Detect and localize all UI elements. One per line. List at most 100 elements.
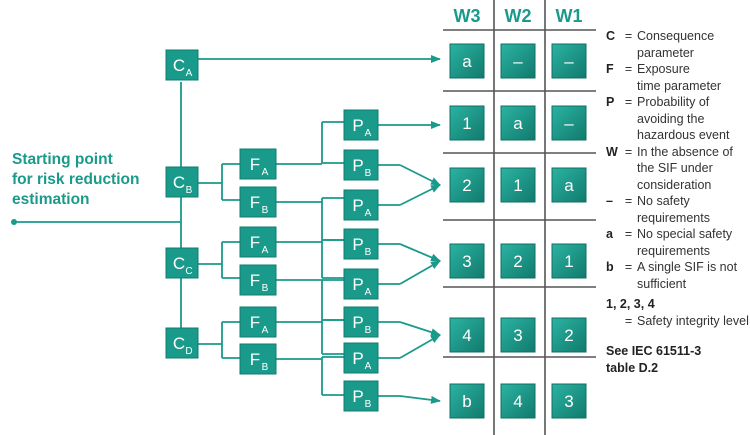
matrix-cell: – (551, 105, 587, 141)
cell-box (500, 43, 536, 79)
legend-description-line: sufficient (637, 276, 687, 291)
node-letter: P (352, 313, 363, 332)
legend-description-line: avoiding the (637, 111, 705, 126)
node-letter: C (173, 56, 185, 75)
node-letter: F (250, 193, 260, 212)
legend-description-line: Consequence (637, 29, 715, 43)
reference-note: See IEC 61511-3 table D.2 (606, 343, 750, 377)
node-subscript: A (262, 167, 269, 178)
matrix-cell: 3 (551, 383, 587, 419)
starting-point-label: Starting point for risk reduction estima… (12, 150, 139, 210)
node-box (239, 264, 277, 296)
matrix-cell: a (500, 105, 536, 141)
start-label-line: Starting point (12, 151, 113, 168)
matrix-cell: 4 (500, 383, 536, 419)
cell-value: 1 (462, 114, 471, 133)
legend-sil-eq: = (624, 313, 633, 328)
legend-row: b = A single SIF is not sufficient (606, 259, 750, 292)
legend-description-line: In the absence of (637, 144, 733, 159)
legend-description: Exposure time parameter (637, 61, 750, 94)
node-subscript: B (365, 168, 372, 179)
node-box (343, 149, 379, 181)
node-letter: P (352, 275, 363, 294)
cell-box (500, 243, 536, 279)
legend-eq: = (624, 194, 633, 208)
cell-value: a (462, 52, 472, 71)
column-header-w1: W1 (555, 6, 583, 26)
legend-description-line: consideration (637, 177, 712, 192)
node-box (343, 189, 379, 221)
cell-value: a (564, 176, 574, 195)
legend-eq: = (624, 144, 633, 159)
cell-value: 1 (564, 252, 573, 271)
legend-description: A single SIF is not sufficient (637, 259, 750, 292)
cell-box (449, 243, 485, 279)
matrix-cell: b (449, 383, 485, 419)
legend-description-line: Probability of (637, 95, 710, 109)
legend-description-line: requirements (637, 243, 710, 258)
node-subscript: A (365, 128, 372, 139)
node-subscript: C (185, 266, 192, 277)
node-subscript: A (365, 361, 372, 372)
legend-description-line: time parameter (637, 78, 722, 93)
cell-box (449, 383, 485, 419)
legend-eq: = (624, 260, 633, 274)
legend-description-line: No safety (637, 194, 690, 208)
legend-description-line: A single SIF is not (637, 260, 738, 274)
node-letter: C (173, 254, 185, 273)
cell-box (449, 43, 485, 79)
node-subscript: B (262, 283, 269, 294)
node-letter: C (173, 334, 185, 353)
cell-box (551, 383, 587, 419)
node-letter: P (352, 116, 363, 135)
node-letter: C (173, 173, 185, 192)
legend-key: W (606, 144, 618, 159)
arrow-line (399, 164, 441, 186)
legend-eq: = (624, 227, 633, 241)
arrow-line (399, 321, 441, 337)
arrow-line (399, 334, 441, 359)
cell-value: 3 (564, 392, 573, 411)
cell-value: 4 (462, 326, 471, 345)
matrix-cell: a (551, 167, 587, 203)
matrix-cell: 2 (449, 167, 485, 203)
legend-key: b (606, 260, 614, 274)
matrix-cell: 1 (551, 243, 587, 279)
legend-key: – (606, 194, 613, 208)
node-box (239, 148, 277, 180)
legend-sil-desc: Safety integrity level (637, 313, 749, 328)
node-box (343, 306, 379, 338)
node-box (239, 343, 277, 375)
node-subscript: D (185, 346, 192, 357)
cell-value: – (564, 114, 574, 133)
node-letter: P (352, 156, 363, 175)
node-box (343, 228, 379, 260)
cell-value: 2 (564, 326, 573, 345)
cell-box (551, 243, 587, 279)
legend-description-line: Exposure (637, 62, 690, 76)
matrix-cell: – (500, 43, 536, 79)
cell-value: 1 (513, 176, 522, 195)
node-box (165, 166, 199, 198)
legend-eq: = (624, 95, 633, 109)
node-subscript: B (365, 247, 372, 258)
node-letter: F (250, 271, 260, 290)
node-subscript: B (186, 185, 193, 196)
